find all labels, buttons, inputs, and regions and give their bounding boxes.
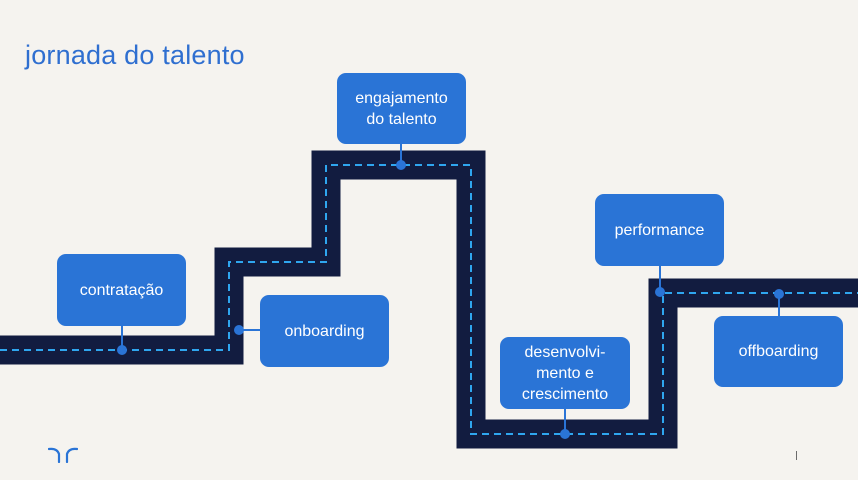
brand-logo-icon: [48, 447, 78, 463]
page-title: jornada do talento: [25, 40, 245, 70]
stage-contratacao: contratação: [57, 254, 186, 326]
milestone-dot-desenvolvimento: [560, 429, 570, 439]
milestone-dot-offboarding: [774, 289, 784, 299]
stage-offboarding: offboarding: [714, 316, 843, 387]
stage-onboarding: onboarding: [260, 295, 389, 367]
stage-engajamento: engajamento do talento: [337, 73, 466, 144]
milestone-dot-performance: [655, 287, 665, 297]
page-marker: [796, 451, 797, 460]
milestone-dot-engajamento: [396, 160, 406, 170]
milestone-dot-contratacao: [117, 345, 127, 355]
stage-desenvolvimento: desenvolvi- mento e crescimento: [500, 337, 630, 409]
stage-performance: performance: [595, 194, 724, 266]
milestone-dot-onboarding: [234, 325, 244, 335]
